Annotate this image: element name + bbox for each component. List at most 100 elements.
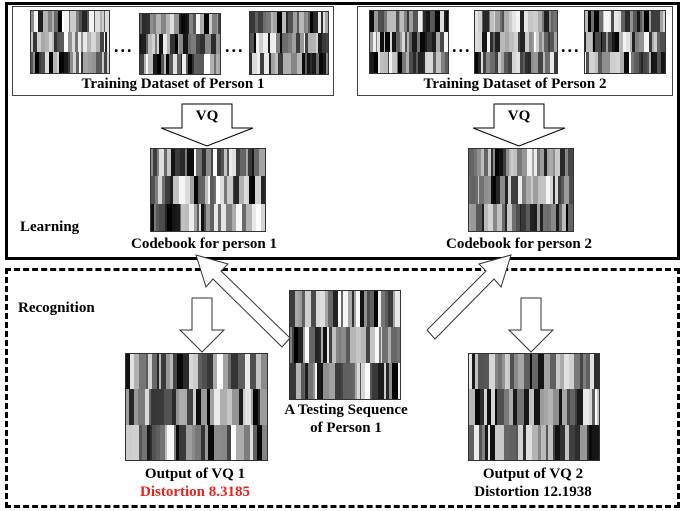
texture-cell <box>145 54 149 74</box>
texture-cell <box>553 11 557 32</box>
texture-cell <box>141 424 148 460</box>
texture-cell <box>548 203 551 231</box>
texture-cell <box>267 32 270 54</box>
texture-cell <box>246 203 252 231</box>
texture-cell <box>145 34 149 54</box>
texture-cell <box>475 31 478 53</box>
texture-cell <box>513 176 518 204</box>
texture-cell <box>347 291 352 327</box>
texture-cell <box>340 363 344 399</box>
texture-cell <box>32 52 36 73</box>
texture-cell <box>506 203 512 231</box>
texture-cell <box>321 327 324 363</box>
texture-cell <box>263 12 266 33</box>
texture-cell <box>500 52 504 73</box>
texture-cell <box>400 11 405 32</box>
texture-grid <box>585 11 665 73</box>
texture-cell <box>56 11 59 32</box>
texture-cell <box>582 354 586 390</box>
texture-cell <box>140 54 144 74</box>
texture-cell <box>480 389 484 425</box>
texture-grid <box>151 149 265 231</box>
texture-cell <box>542 203 548 231</box>
texture-cell <box>469 176 472 204</box>
texture-cell <box>400 31 403 53</box>
texture-cell <box>279 32 282 54</box>
texture-cell <box>483 203 489 231</box>
texture-cell <box>167 424 174 460</box>
texture-cell <box>261 203 265 231</box>
texture-cell <box>548 11 551 32</box>
texture-cell <box>558 176 562 204</box>
texture-cell <box>304 53 308 74</box>
recognition-section-label: Recognition <box>18 300 95 316</box>
texture-cell <box>58 11 62 32</box>
texture-cell <box>385 363 389 399</box>
texture-cell <box>568 149 573 177</box>
texture-cell <box>103 31 106 53</box>
texture-cell <box>528 11 533 32</box>
texture-cell <box>210 149 214 177</box>
texture-cell <box>172 389 177 425</box>
texture-cell <box>290 327 293 363</box>
texture-cell <box>139 354 147 390</box>
texture-cell <box>409 11 413 32</box>
texture-cell <box>524 11 529 32</box>
texture-cell <box>597 52 603 73</box>
texture-cell <box>258 12 264 33</box>
texture-cell <box>80 52 84 73</box>
texture-cell <box>592 389 596 425</box>
texture-cell <box>148 34 153 54</box>
texture-cell <box>300 12 304 33</box>
texture-cell <box>555 176 559 204</box>
texture-cell <box>187 389 194 425</box>
texture-cell <box>283 32 288 54</box>
texture-cell <box>476 149 481 177</box>
texture-grid <box>469 354 599 460</box>
texture-cell <box>534 149 538 177</box>
texture-cell <box>475 176 479 204</box>
texture-cell <box>190 34 197 54</box>
texture-cell <box>288 12 293 33</box>
texture-cell <box>184 34 188 54</box>
texture-cell <box>499 11 503 32</box>
texture-cell <box>552 424 556 460</box>
texture-cell <box>564 176 569 204</box>
texture-cell <box>64 31 68 53</box>
texture-cell <box>176 389 179 425</box>
texture-cell <box>45 31 49 53</box>
texture-cell <box>598 11 603 32</box>
texture-cell <box>528 52 531 73</box>
texture-cell <box>475 11 479 32</box>
texture-cell <box>212 14 217 34</box>
texture-cell <box>660 11 664 32</box>
texture-cell <box>412 31 417 53</box>
texture-cell <box>424 31 427 53</box>
texture-cell <box>273 12 278 33</box>
texture-cell <box>500 176 505 204</box>
texture-cell <box>185 176 191 204</box>
texture-cell <box>180 149 185 177</box>
texture-cell <box>375 327 379 363</box>
texture-cell <box>153 149 157 177</box>
texture-cell <box>582 389 589 425</box>
texture-cell <box>33 31 37 53</box>
texture-cell <box>509 31 515 53</box>
texture-cell <box>595 389 598 425</box>
texture-cell <box>367 291 370 327</box>
texture-cell <box>644 31 650 53</box>
texture-cell <box>61 11 65 32</box>
texture-cell <box>201 354 208 390</box>
texture-cell <box>310 291 317 327</box>
texture-cell <box>493 176 497 204</box>
texture-cell <box>207 389 210 425</box>
texture-cell <box>431 31 437 53</box>
texture-cell <box>53 31 57 53</box>
texture-cell <box>509 11 513 32</box>
texture-cell <box>75 31 79 53</box>
texture-cell <box>524 52 529 73</box>
texture-cell <box>544 389 549 425</box>
texture-cell <box>130 354 134 390</box>
texture-cell <box>515 203 520 231</box>
texture-cell <box>170 176 174 204</box>
